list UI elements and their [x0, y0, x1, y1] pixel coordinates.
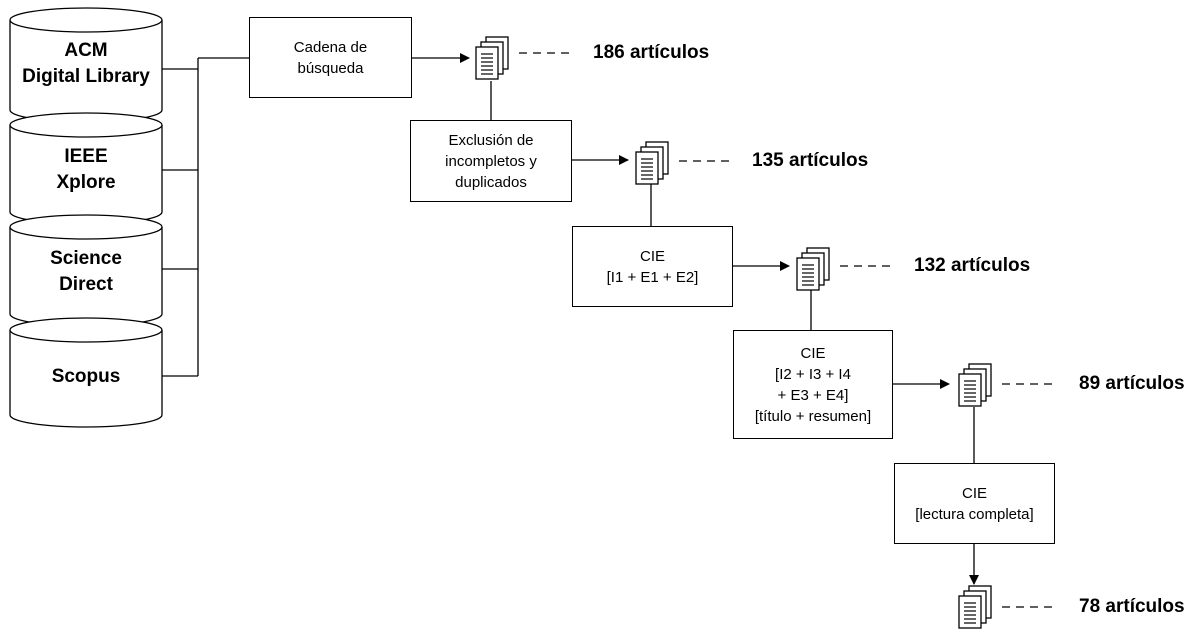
step-box-cie-3: CIE [lectura completa] [894, 463, 1055, 544]
database-label-ieee: IEEE Xplore [56, 146, 116, 193]
result-count: 132 artículos [914, 255, 1031, 276]
merge-connector [162, 57, 249, 377]
database-cylinder-icon [9, 112, 163, 225]
document-stack-icon [958, 363, 992, 407]
step-box-search-string: Cadena de búsqueda [249, 17, 412, 98]
step-box-cie-1: CIE [I1 + E1 + E2] [572, 226, 733, 307]
result-count: 89 artículos [1079, 373, 1185, 394]
document-stack-icon [796, 247, 830, 291]
document-stack-icon [958, 585, 992, 629]
database-label-scopus: Scopus [51, 366, 121, 387]
database-cylinder-icon [9, 317, 163, 428]
database-label-acm: ACM Digital Library [22, 40, 150, 87]
result-count: 186 artículos [593, 42, 710, 63]
step-box-cie-2: CIE [I2 + I3 + I4 + E3 + E4] [título + r… [733, 330, 893, 439]
result-count: 78 artículos [1079, 596, 1185, 617]
document-stack-icon [635, 141, 669, 185]
result-count: 135 artículos [752, 150, 869, 171]
database-cylinder-icon [9, 7, 163, 123]
document-stack-icon [475, 36, 509, 80]
database-label-sciencedirect: Science Direct [50, 248, 122, 295]
step-box-exclusion: Exclusión de incompletos y duplicados [410, 120, 572, 202]
